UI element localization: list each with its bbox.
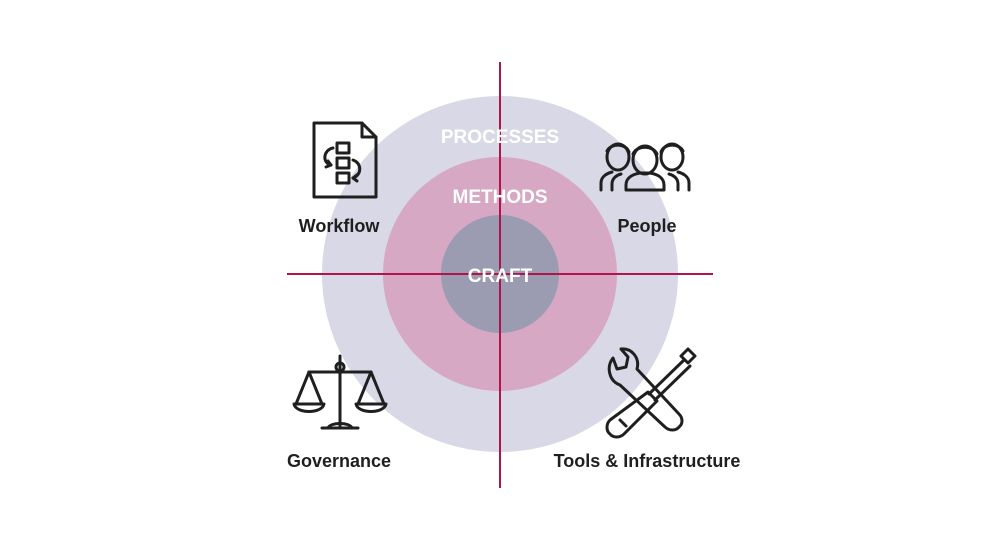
wrench-screwdriver-icon [605,347,697,439]
workflow-label: Workflow [299,216,381,236]
people-group-icon [599,142,691,192]
methods-label: METHODS [453,187,548,208]
people-label: People [617,216,676,236]
craft-label: CRAFT [468,266,533,287]
scales-icon [292,354,388,430]
tools-infrastructure-label: Tools & Infrastructure [554,451,741,471]
governance-label: Governance [287,451,391,471]
workflow-document-icon [312,121,378,199]
processes-label: PROCESSES [441,127,559,148]
